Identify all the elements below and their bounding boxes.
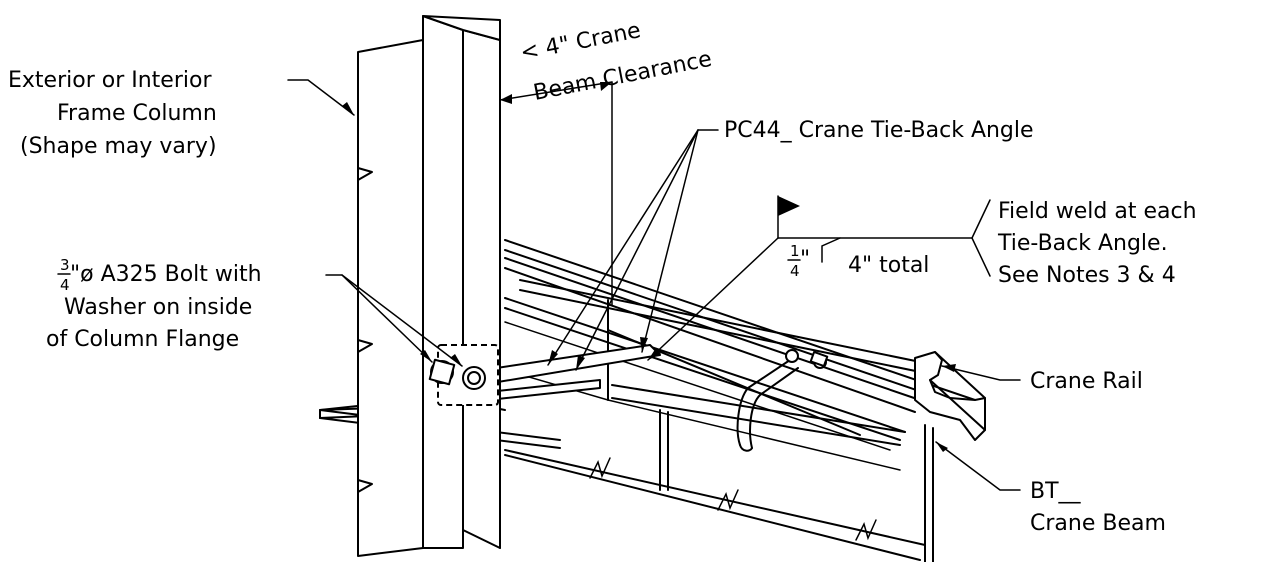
- annotations: Exterior or Interior Frame Column (Shape…: [8, 18, 1197, 536]
- leaders: [287, 79, 1021, 491]
- crane-rail: [519, 279, 986, 446]
- column-label-line3: (Shape may vary): [20, 134, 217, 159]
- weld-label-line2: Tie-Back Angle.: [997, 231, 1168, 256]
- rail-label: Crane Rail: [1030, 369, 1143, 394]
- weld-size-numerator: 1: [790, 242, 800, 260]
- bolt-group: [428, 344, 499, 406]
- weld-label-line3: See Notes 3 & 4: [998, 263, 1176, 288]
- weld-length: 4" total: [848, 253, 929, 278]
- bolt-numerator: 3: [60, 256, 70, 274]
- bolt-label-line3: of Column Flange: [46, 327, 239, 352]
- clearance-dimension: [499, 81, 613, 306]
- bolt-label-line1: "ø A325 Bolt with: [70, 262, 262, 287]
- rail-clip: [736, 349, 829, 452]
- bolt-label-line2: Washer on inside: [64, 295, 252, 320]
- beam-label-line2: Crane Beam: [1030, 511, 1166, 536]
- column-label-line1: Exterior or Interior: [8, 68, 212, 93]
- clearance-label-line1: < 4" Crane: [518, 18, 642, 66]
- frame-column: [357, 15, 501, 557]
- crane-beam: [504, 239, 976, 562]
- weld-label-line1: Field weld at each: [998, 199, 1197, 224]
- bolt-denominator: 4: [60, 276, 70, 294]
- beam-label-line1: BT__: [1030, 479, 1082, 504]
- weld-size-denominator: 4: [790, 262, 800, 280]
- angle-label: PC44_ Crane Tie-Back Angle: [724, 118, 1034, 143]
- weld-size-unit: ": [800, 247, 810, 272]
- column-label-line2: Frame Column: [57, 101, 217, 126]
